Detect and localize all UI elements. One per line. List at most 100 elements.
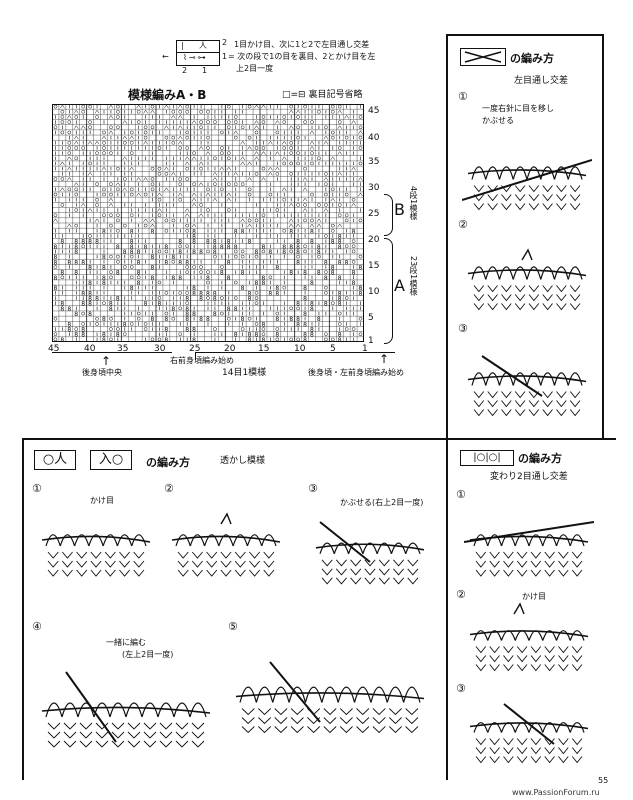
svg-text:8: 8 bbox=[102, 254, 106, 261]
svg-text:8: 8 bbox=[171, 306, 175, 313]
svg-text:8: 8 bbox=[95, 296, 99, 303]
svg-text:8: 8 bbox=[296, 321, 300, 328]
svg-text:8: 8 bbox=[102, 228, 106, 235]
svg-text:8: 8 bbox=[67, 327, 71, 334]
svg-text:8: 8 bbox=[130, 239, 134, 246]
svg-text:8: 8 bbox=[109, 301, 113, 308]
svg-text:8: 8 bbox=[261, 337, 265, 342]
svg-text:8: 8 bbox=[116, 270, 120, 277]
svg-text:8: 8 bbox=[310, 306, 314, 313]
svg-text:8: 8 bbox=[192, 285, 196, 292]
svg-text:8: 8 bbox=[53, 285, 57, 292]
chart-baseline-right bbox=[195, 352, 395, 353]
svg-text:8: 8 bbox=[255, 249, 259, 256]
svg-text:8: 8 bbox=[331, 270, 335, 277]
svg-text:8: 8 bbox=[282, 249, 286, 256]
svg-text:8: 8 bbox=[248, 337, 252, 342]
svg-text:8: 8 bbox=[74, 311, 78, 318]
page-number: 55 bbox=[598, 776, 609, 785]
svg-text:8: 8 bbox=[123, 321, 127, 328]
row-label: 10 bbox=[368, 287, 380, 297]
col-label: 25 bbox=[189, 344, 201, 354]
svg-text:8: 8 bbox=[130, 285, 134, 292]
bracket-b bbox=[384, 194, 393, 236]
svg-text:8: 8 bbox=[213, 296, 217, 303]
step-number: ③ bbox=[456, 682, 466, 695]
svg-text:8: 8 bbox=[53, 275, 57, 282]
cross-symbol-icon bbox=[460, 48, 506, 66]
cross-symbol-icon: ⌇⊸⊶ bbox=[183, 53, 208, 62]
svg-text:8: 8 bbox=[261, 244, 265, 251]
svg-text:8: 8 bbox=[234, 306, 238, 313]
svg-text:8: 8 bbox=[338, 275, 342, 282]
bottom-back-left: 後身頃・左前身頃編み始め bbox=[308, 368, 404, 377]
svg-text:8: 8 bbox=[213, 239, 217, 246]
svg-text:8: 8 bbox=[130, 228, 134, 235]
yarn-over-k2tog-icon: ○人 bbox=[34, 450, 76, 470]
col-labels: 45 40 35 30 25 20 15 10 5 1 bbox=[44, 344, 394, 356]
svg-text:8: 8 bbox=[151, 275, 155, 282]
svg-text:8: 8 bbox=[74, 244, 78, 251]
svg-text:8: 8 bbox=[303, 332, 307, 339]
svg-text:8: 8 bbox=[178, 239, 182, 246]
svg-text:8: 8 bbox=[289, 270, 293, 277]
svg-text:8: 8 bbox=[199, 290, 203, 297]
chart-note: □=⊟ 裏目記号省略 bbox=[282, 90, 363, 100]
svg-text:8: 8 bbox=[74, 270, 78, 277]
svg-text:8: 8 bbox=[171, 254, 175, 261]
svg-text:8: 8 bbox=[178, 249, 182, 256]
svg-text:8: 8 bbox=[137, 280, 141, 287]
svg-text:8: 8 bbox=[248, 239, 252, 246]
svg-text:8: 8 bbox=[53, 254, 57, 261]
panel-divider-right bbox=[602, 34, 604, 438]
svg-text:8: 8 bbox=[289, 244, 293, 251]
ssk-yarn-over-icon: 入○ bbox=[90, 450, 132, 470]
svg-text:8: 8 bbox=[192, 228, 196, 235]
panel-right-bottom: |○|○| の編み方 変わり2目通し交差 ① ② かけ目 ③ bbox=[450, 442, 616, 780]
panel-divider-left bbox=[22, 438, 24, 780]
svg-text:8: 8 bbox=[345, 259, 349, 266]
panel-subtitle: 変わり2目通し交差 bbox=[490, 472, 568, 482]
panel-right-top: の編み方 左目通し交差 ① 一度右針に目を移し かぶせる ② ③ bbox=[452, 40, 602, 435]
svg-text:8: 8 bbox=[296, 249, 300, 256]
panel-divider-vertical-2 bbox=[446, 438, 448, 780]
svg-text:8: 8 bbox=[116, 332, 120, 339]
row-label: 20 bbox=[368, 235, 380, 245]
svg-text:8: 8 bbox=[359, 264, 363, 271]
knitting-sketch-a5 bbox=[235, 661, 425, 734]
knitting-sketch-a1 bbox=[41, 534, 151, 577]
panel-bottom-left: ○人 入○ の編み方 透かし模様 ① かけ目 ② ③ かぶせる(右上2目一度) … bbox=[26, 442, 444, 780]
chart-grid: 8 8 8 8 8 8 8 8 8 8 8 8 8 8 8 8 8 8 8 8 8 8 8 8 8 8 8 8 8 8 8 8 8 8 8 8 8 8 8 8… bbox=[52, 104, 364, 344]
svg-text:8: 8 bbox=[310, 280, 314, 287]
svg-text:8: 8 bbox=[116, 244, 120, 251]
svg-text:8: 8 bbox=[102, 275, 106, 282]
svg-text:8: 8 bbox=[88, 301, 92, 308]
panel-divider-top bbox=[446, 34, 602, 36]
row-label: 1 bbox=[368, 336, 374, 346]
svg-text:8: 8 bbox=[317, 249, 321, 256]
svg-text:8: 8 bbox=[192, 337, 196, 342]
svg-text:8: 8 bbox=[53, 259, 57, 266]
svg-text:8: 8 bbox=[213, 249, 217, 256]
svg-text:8: 8 bbox=[338, 244, 342, 251]
svg-text:8: 8 bbox=[137, 249, 141, 256]
step-number: ① bbox=[456, 488, 466, 501]
svg-text:8: 8 bbox=[227, 244, 231, 251]
step-note: かけ目 bbox=[522, 592, 546, 601]
step-number: ② bbox=[164, 482, 174, 495]
svg-text:8: 8 bbox=[213, 311, 217, 318]
svg-text:8: 8 bbox=[109, 306, 113, 313]
svg-text:8: 8 bbox=[164, 244, 168, 251]
col-label: 40 bbox=[84, 344, 96, 354]
knitting-sketch-a3 bbox=[315, 521, 425, 585]
svg-text:8: 8 bbox=[199, 316, 203, 323]
svg-text:8: 8 bbox=[185, 296, 189, 303]
svg-text:8: 8 bbox=[338, 296, 342, 303]
row-label: 5 bbox=[368, 313, 374, 323]
col-label: 45 bbox=[48, 344, 60, 354]
section-a-note: 23段1模様 bbox=[409, 256, 418, 296]
svg-text:8: 8 bbox=[192, 327, 196, 334]
svg-text:8: 8 bbox=[95, 239, 99, 246]
row-label: 25 bbox=[368, 209, 380, 219]
svg-text:8: 8 bbox=[137, 259, 141, 266]
